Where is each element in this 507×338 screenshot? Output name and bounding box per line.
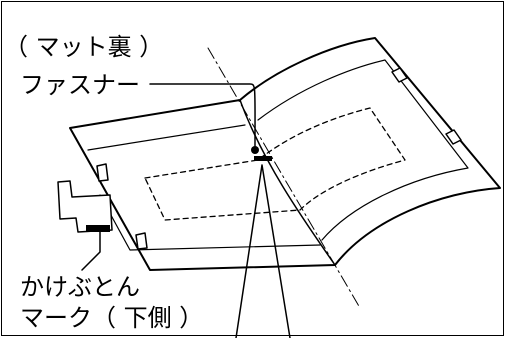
tab	[445, 129, 462, 145]
comforter-mark-label-line2: マーク（ 下側 ）	[20, 304, 204, 332]
comforter-mark-label-line1: かけぶとん	[20, 273, 140, 301]
tab	[96, 163, 109, 182]
mat-outline	[69, 37, 501, 271]
tab	[391, 67, 408, 83]
fastener-pointer-dot	[251, 146, 259, 154]
fastener-label: ファスナー	[20, 71, 140, 99]
comforter-mark-tag	[57, 180, 113, 233]
mat-back-label: （ マット裏 ）	[4, 33, 164, 61]
fastener-leader-line	[149, 83, 256, 147]
fastener-mark	[254, 156, 272, 161]
comforter-leader-line	[81, 231, 101, 271]
tab	[135, 232, 148, 250]
view-cone	[235, 164, 291, 338]
fold-line	[239, 99, 336, 266]
dashed-region	[144, 107, 406, 221]
center-guide-line	[207, 47, 361, 309]
comforter-mark	[86, 225, 110, 232]
